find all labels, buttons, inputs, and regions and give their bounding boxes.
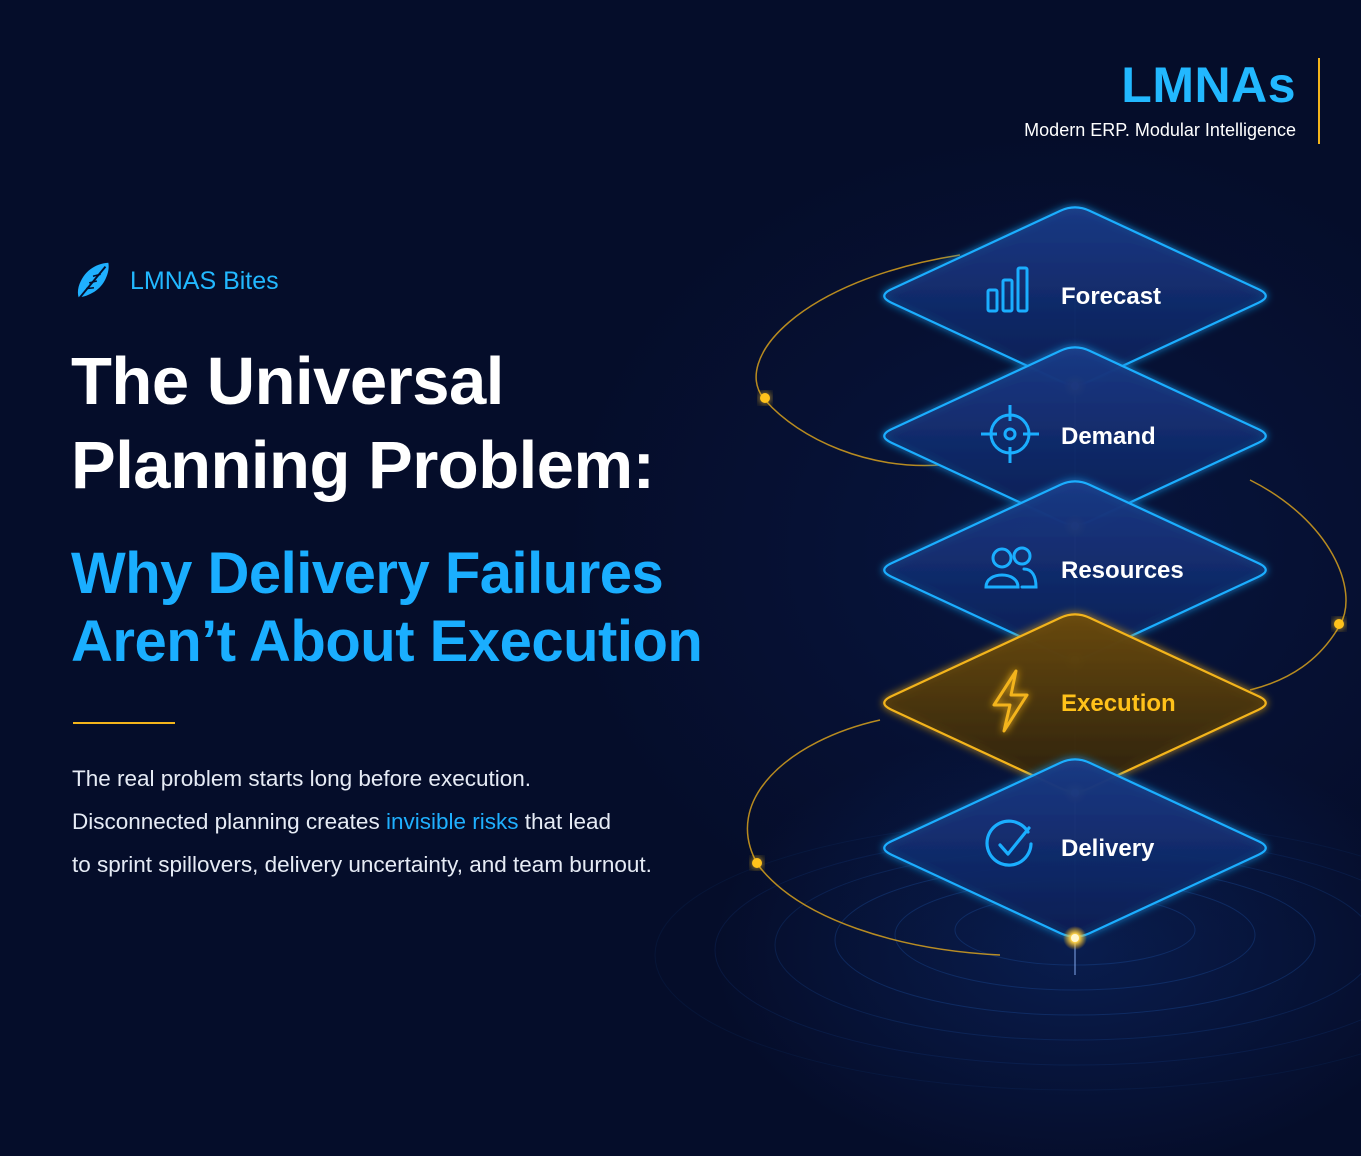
body-line: that lead bbox=[518, 809, 612, 834]
orbit-dot bbox=[752, 858, 762, 868]
stack-layer-label: Resources bbox=[1061, 557, 1184, 584]
title-line: Planning Problem: bbox=[71, 428, 655, 503]
feather-icon bbox=[76, 262, 109, 301]
accent-divider bbox=[73, 722, 175, 724]
connector-dot bbox=[1071, 656, 1079, 664]
body-text: The real problem starts long before exec… bbox=[72, 757, 712, 886]
ripple-rings bbox=[654, 819, 1361, 1091]
stack-layer-label: Forecast bbox=[1061, 283, 1161, 310]
connector-dot-glow bbox=[1063, 514, 1087, 538]
body-line: Disconnected planning creates bbox=[72, 809, 386, 834]
brand-logo: LMNAs bbox=[1121, 57, 1296, 113]
connector-dot bbox=[1071, 789, 1079, 797]
connector-dot-glow bbox=[1063, 926, 1087, 950]
connector-dot bbox=[1071, 522, 1079, 530]
connector-dot bbox=[1071, 382, 1079, 390]
page-title: The Universal Planning Problem: bbox=[71, 340, 655, 508]
orbit-paths bbox=[746, 254, 1347, 956]
stack-layer-tile bbox=[883, 346, 1267, 526]
connector-dot-glow bbox=[1063, 648, 1087, 672]
connector-dot-glow bbox=[1063, 781, 1087, 805]
stack-layer-demand: Demand bbox=[883, 346, 1267, 538]
lightning-icon bbox=[992, 669, 1029, 733]
subtitle-line: Aren’t About Execution bbox=[71, 609, 703, 674]
brand: LMNAs Modern ERP. Modular Intelligence bbox=[1024, 60, 1296, 142]
users-icon bbox=[984, 546, 1038, 589]
highlight-text: invisible risks bbox=[385, 809, 519, 834]
stack-layer-tile bbox=[883, 758, 1267, 938]
title-line: The Universal bbox=[71, 344, 504, 419]
connector-dot bbox=[1071, 934, 1079, 942]
stack-layer-execution: Execution bbox=[883, 613, 1267, 805]
body-line: to sprint spillovers, delivery uncertain… bbox=[72, 852, 652, 877]
subtitle-line: Why Delivery Failures bbox=[71, 541, 664, 606]
brand-tagline: Modern ERP. Modular Intelligence bbox=[1024, 120, 1296, 140]
series-name: LMNAS Bites bbox=[130, 266, 279, 295]
stack-layer-delivery: Delivery bbox=[883, 758, 1267, 950]
stack-layer-label: Delivery bbox=[1061, 835, 1155, 862]
orbit-dot bbox=[760, 393, 770, 403]
target-icon bbox=[981, 405, 1039, 463]
bar-chart-icon bbox=[986, 266, 1029, 313]
stack-layer-label: Demand bbox=[1061, 423, 1156, 450]
stack-layer-label: Execution bbox=[1061, 690, 1176, 717]
check-circle-icon bbox=[985, 819, 1033, 867]
stack-layer-forecast: Forecast bbox=[883, 206, 1267, 398]
series-label: LMNAS Bites bbox=[70, 258, 279, 304]
stack-layer-tile bbox=[883, 206, 1267, 386]
orbit-dot bbox=[1334, 619, 1344, 629]
body-line: The real problem starts long before exec… bbox=[72, 766, 531, 791]
page-subtitle: Why Delivery Failures Aren’t About Execu… bbox=[71, 540, 703, 676]
stack-layer-resources: Resources bbox=[883, 480, 1267, 672]
connector-dot-glow bbox=[1063, 374, 1087, 398]
brand-divider bbox=[1318, 58, 1320, 144]
stack-layer-tile bbox=[883, 480, 1267, 660]
stack-layer-tile bbox=[883, 613, 1267, 793]
